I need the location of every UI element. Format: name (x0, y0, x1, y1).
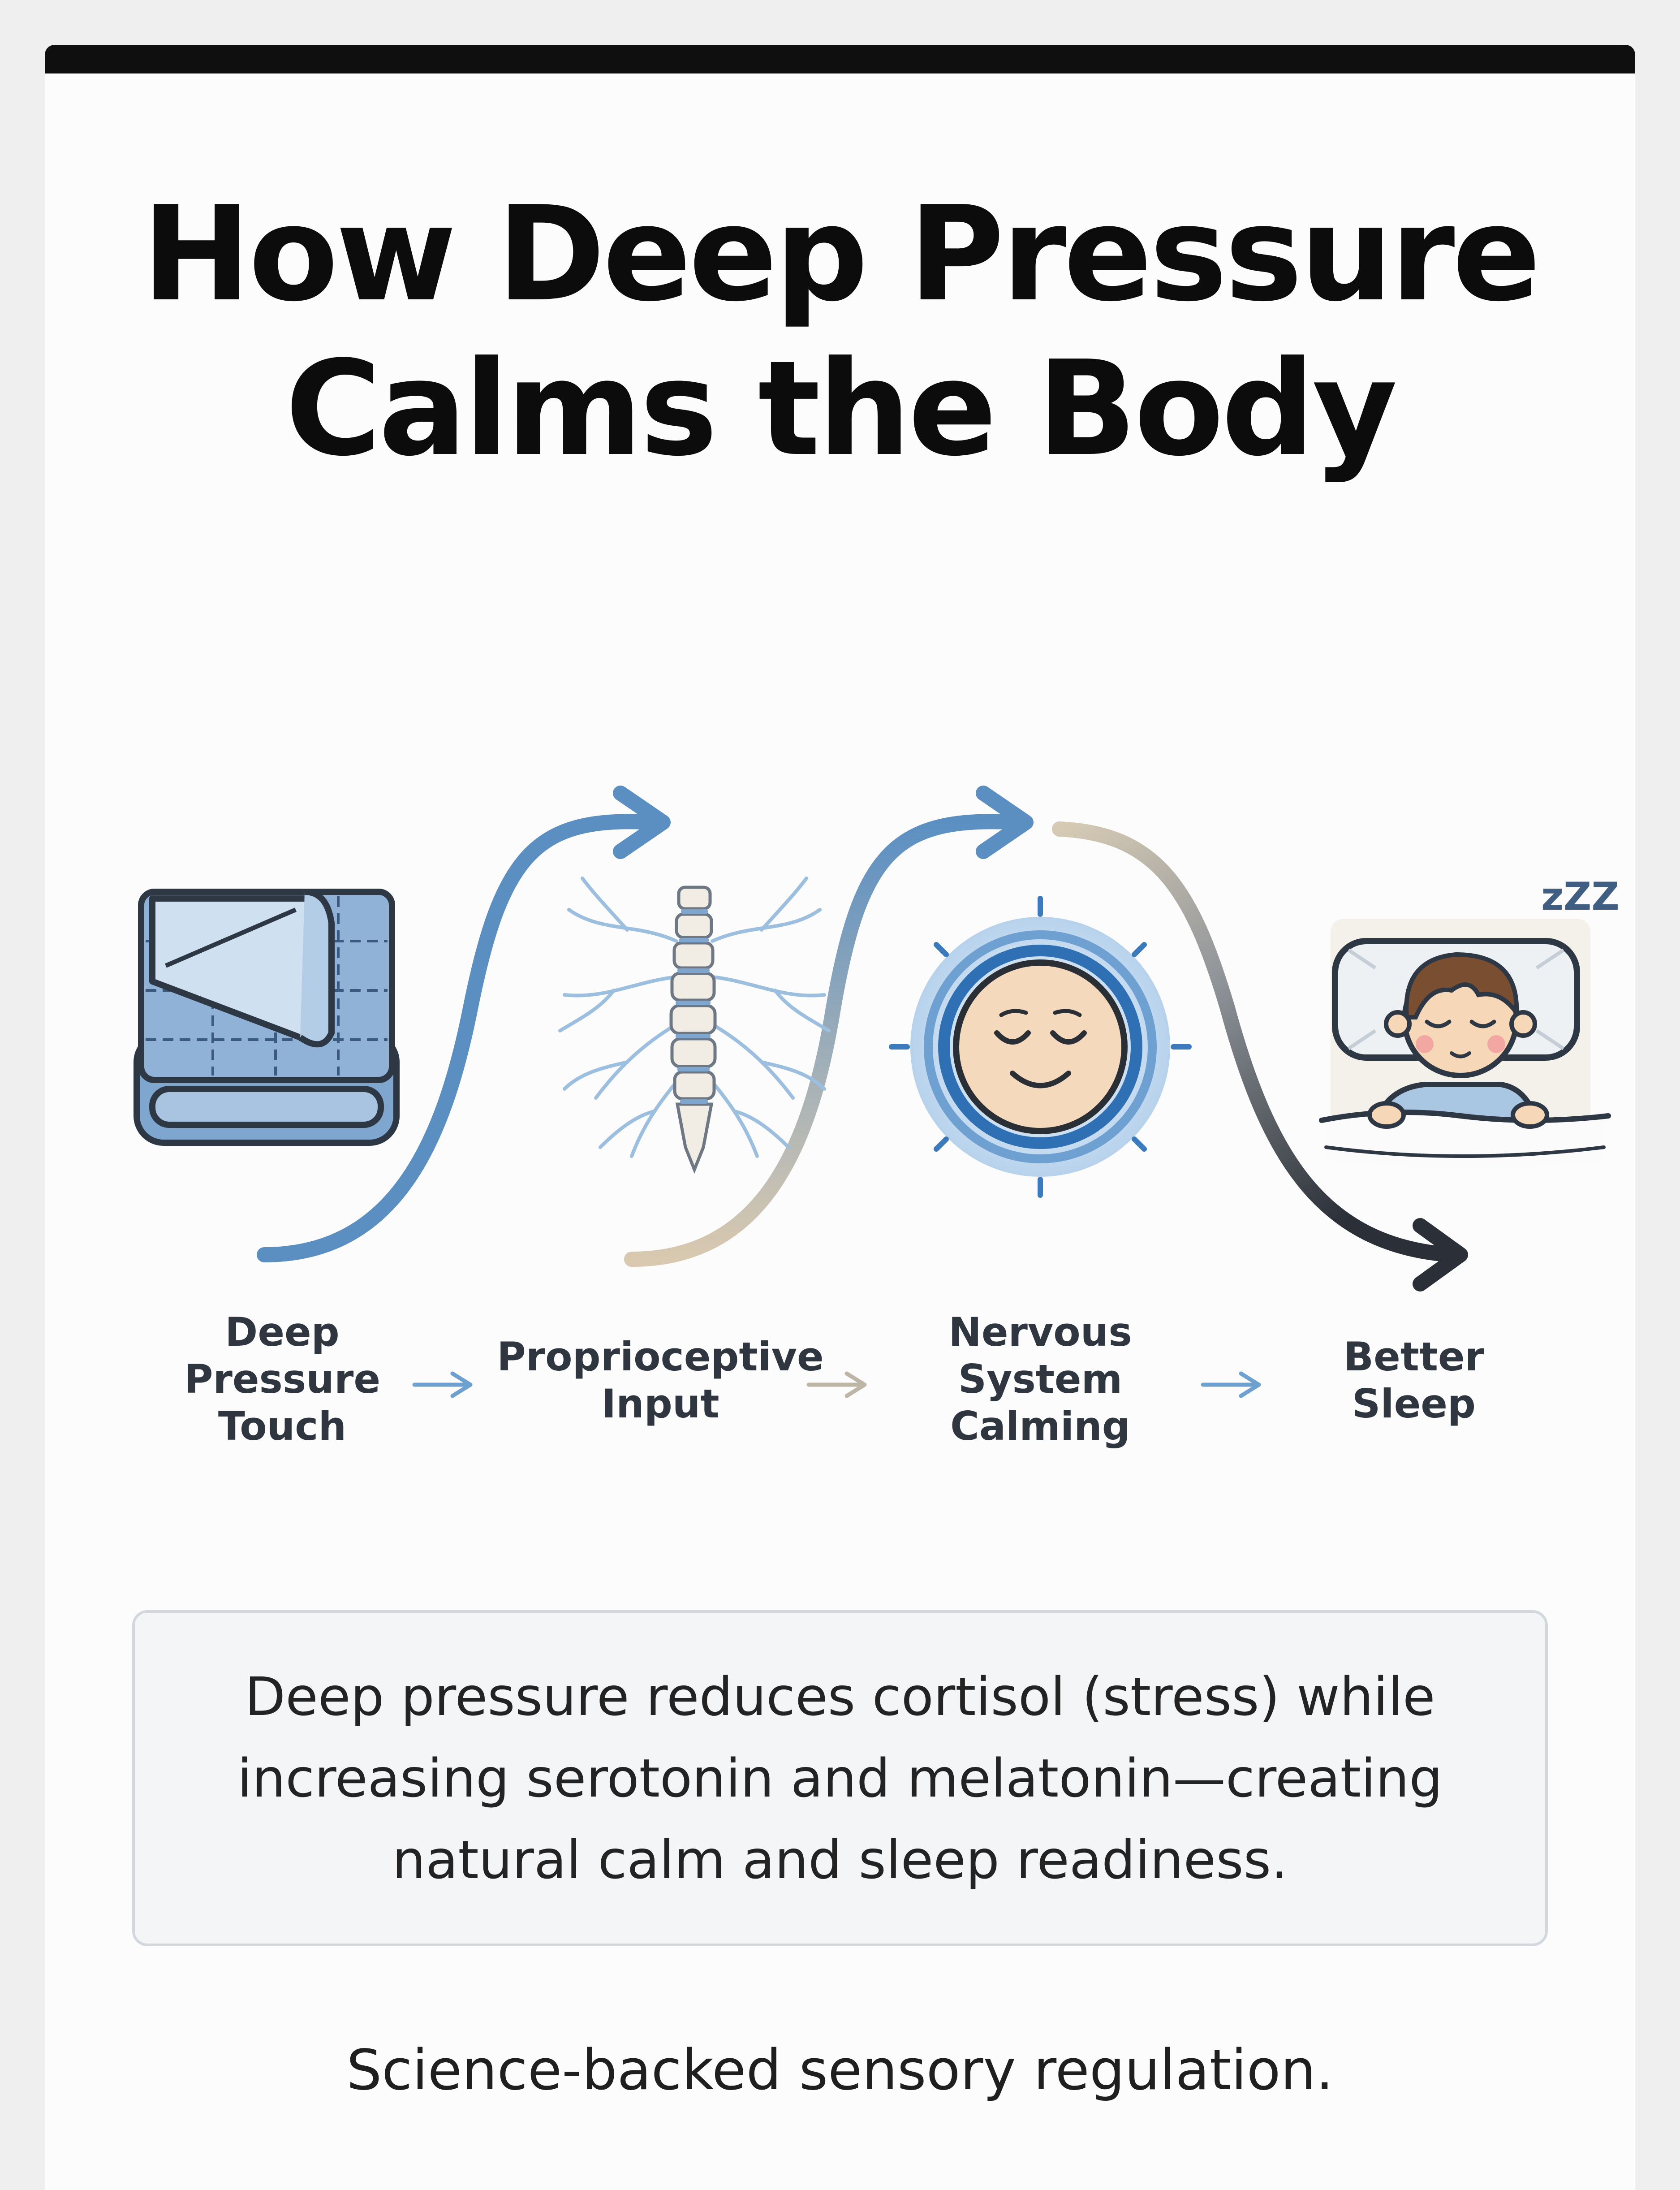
tagline: Science-backed sensory regulation. (346, 2038, 1334, 2103)
process-flow-diagram: zZZ (134, 786, 1620, 1292)
arrow-right-icon (1201, 1371, 1261, 1398)
title-line-1: How Deep Pressure (142, 178, 1541, 330)
step-label-better-sleep: Better Sleep (1344, 1334, 1484, 1427)
arrow-right-icon (412, 1371, 473, 1398)
step-label-deep-pressure-touch: Deep Pressure Touch (184, 1309, 381, 1449)
flow-arrow-1 (257, 786, 671, 1262)
arrow-right-icon (806, 1371, 867, 1398)
title-line-2: Calms the Body (285, 333, 1398, 485)
page-title: How Deep Pressure Calms the Body (45, 177, 1635, 486)
spine-nerves-icon (558, 877, 831, 1174)
sleep-zzz-text: zZZ (1541, 874, 1620, 919)
flow-arrow-2 (624, 786, 1034, 1267)
info-box: Deep pressure reduces cortisol (stress) … (132, 1610, 1548, 1946)
top-bar (45, 45, 1635, 73)
weighted-blanket-icon (134, 889, 400, 1146)
step-label-nervous-system-calming: Nervous System Calming (948, 1309, 1132, 1449)
infographic-card: How Deep Pressure Calms the Body (45, 45, 1635, 2190)
flow-arrow-3 (1052, 821, 1468, 1292)
step-label-proprioceptive-input: Proprioceptive Input (497, 1334, 824, 1427)
info-text: Deep pressure reduces cortisol (stress) … (237, 1666, 1443, 1891)
calm-face-icon (889, 896, 1192, 1198)
sleeping-child-icon: zZZ (1319, 874, 1620, 1167)
